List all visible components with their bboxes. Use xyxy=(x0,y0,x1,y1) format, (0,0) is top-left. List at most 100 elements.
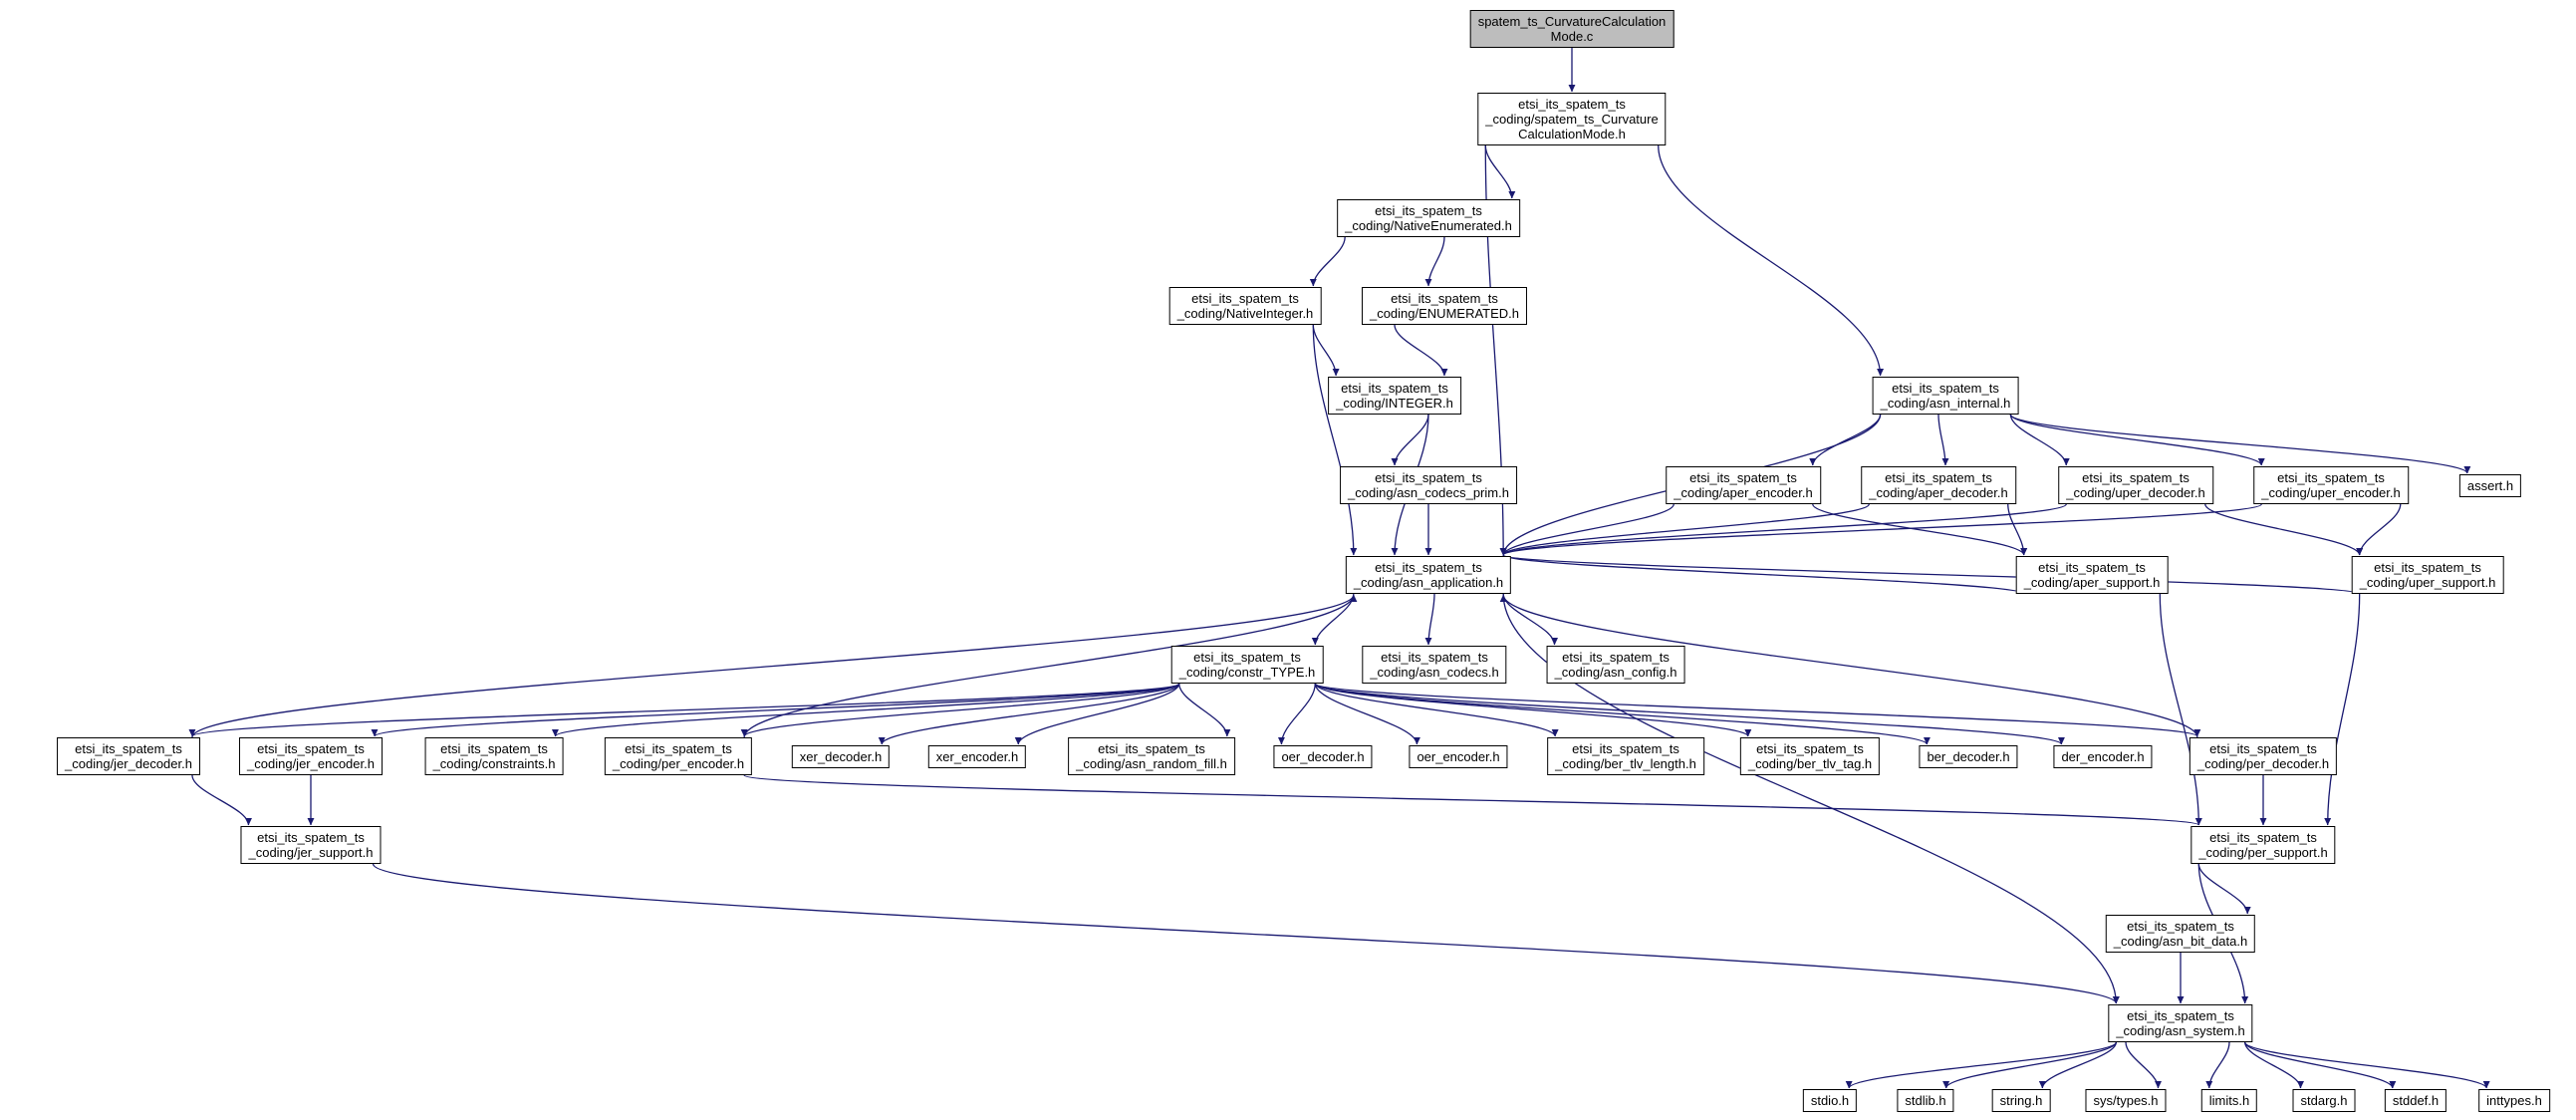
graph-node-oerdec[interactable]: oer_decoder.h xyxy=(1273,745,1373,768)
graph-node-label: _coding/NativeEnumerated.h xyxy=(1345,218,1512,233)
edge-asnsystem-stdio xyxy=(1845,1041,2117,1089)
graph-node-berdec[interactable]: ber_decoder.h xyxy=(1919,745,2018,768)
graph-node-xerdec[interactable]: xer_decoder.h xyxy=(791,745,891,768)
graph-node-systypes[interactable]: sys/types.h xyxy=(2085,1089,2167,1112)
graph-node-label: ber_decoder.h xyxy=(1927,749,2010,764)
edge-asnsystem-stdlib xyxy=(1942,1041,2117,1089)
graph-node-label: _coding/constraints.h xyxy=(432,756,556,771)
graph-node-label: oer_decoder.h xyxy=(1281,749,1365,764)
edge-aperenc-apersup xyxy=(1812,503,2028,556)
graph-node-asnsystem[interactable]: etsi_its_spatem_ts_coding/asn_system.h xyxy=(2108,1004,2253,1042)
graph-node-label: etsi_its_spatem_ts xyxy=(1193,650,1301,665)
graph-node-asncodecs[interactable]: etsi_its_spatem_ts_coding/asn_codecs.h xyxy=(1362,646,1507,684)
graph-node-aperdec[interactable]: etsi_its_spatem_ts_coding/aper_decoder.h xyxy=(1861,466,2016,504)
edge-constrtype-randomfill xyxy=(1178,683,1231,737)
graph-node-stringh[interactable]: string.h xyxy=(1991,1089,2051,1112)
graph-node-jerenc[interactable]: etsi_its_spatem_ts_coding/jer_encoder.h xyxy=(239,737,383,775)
graph-node-asnconfig[interactable]: etsi_its_spatem_ts_coding/asn_config.h xyxy=(1546,646,1685,684)
graph-node-inttypes[interactable]: inttypes.h xyxy=(2478,1089,2550,1112)
graph-node-label: stddef.h xyxy=(2392,1093,2440,1108)
graph-node-label: _coding/uper_encoder.h xyxy=(2261,485,2401,500)
graph-node-stdlib[interactable]: stdlib.h xyxy=(1897,1089,1954,1112)
graph-node-label: etsi_its_spatem_ts xyxy=(1562,650,1670,665)
graph-node-asnapp[interactable]: etsi_its_spatem_ts_coding/asn_applicatio… xyxy=(1345,556,1512,594)
graph-node-label: _coding/spatem_ts_Curvature xyxy=(1485,112,1659,127)
graph-node-label: etsi_its_spatem_ts xyxy=(2209,830,2317,845)
graph-node-constraints[interactable]: etsi_its_spatem_ts_coding/constraints.h xyxy=(424,737,564,775)
graph-node-label: _coding/ENUMERATED.h xyxy=(1369,306,1520,321)
graph-node-label: _coding/uper_support.h xyxy=(2359,575,2496,590)
graph-node-label: Mode.c xyxy=(1550,29,1594,44)
graph-node-perenc[interactable]: etsi_its_spatem_ts_coding/per_encoder.h xyxy=(604,737,753,775)
edge-constrtype-bertlvtag xyxy=(1314,683,1752,737)
edge-constrtype-xerdec xyxy=(878,683,1180,745)
graph-node-label: etsi_its_spatem_ts xyxy=(1381,650,1488,665)
graph-node-label: etsi_its_spatem_ts xyxy=(1391,291,1498,306)
graph-node-derenc[interactable]: der_encoder.h xyxy=(2053,745,2153,768)
graph-node-label: etsi_its_spatem_ts xyxy=(2127,919,2234,934)
graph-node-nativeenum[interactable]: etsi_its_spatem_ts_coding/NativeEnumerat… xyxy=(1337,199,1520,237)
edge-constrtype-perenc xyxy=(740,683,1180,737)
graph-node-limits[interactable]: limits.h xyxy=(2200,1089,2258,1112)
edge-integer-codecsprim xyxy=(1391,414,1429,466)
graph-node-enumerated[interactable]: etsi_its_spatem_ts_coding/ENUMERATED.h xyxy=(1361,287,1528,325)
graph-node-uperenc[interactable]: etsi_its_spatem_ts_coding/uper_encoder.h xyxy=(2253,466,2409,504)
graph-node-persup[interactable]: etsi_its_spatem_ts_coding/per_support.h xyxy=(2190,826,2336,864)
edge-jersup-asnsystem xyxy=(372,863,2120,1004)
graph-node-asserth[interactable]: assert.h xyxy=(2458,474,2522,497)
graph-node-label: _coding/asn_codecs.h xyxy=(1370,665,1499,680)
edge-asninternal-aperenc xyxy=(1809,414,1882,466)
graph-node-xerenc[interactable]: xer_encoder.h xyxy=(927,745,1027,768)
graph-node-bitdata[interactable]: etsi_its_spatem_ts_coding/asn_bit_data.h xyxy=(2105,915,2256,953)
graph-node-label: etsi_its_spatem_ts xyxy=(257,741,365,756)
graph-node-label: _coding/asn_system.h xyxy=(2116,1023,2245,1038)
graph-node-label: assert.h xyxy=(2466,478,2514,493)
graph-node-apersup[interactable]: etsi_its_spatem_ts_coding/aper_support.h xyxy=(2015,556,2169,594)
graph-node-label: _coding/per_decoder.h xyxy=(2196,756,2330,771)
graph-node-stdio[interactable]: stdio.h xyxy=(1802,1089,1858,1112)
graph-node-perdec[interactable]: etsi_its_spatem_ts_coding/per_decoder.h xyxy=(2189,737,2338,775)
graph-node-label: etsi_its_spatem_ts xyxy=(2127,1008,2234,1023)
graph-node-label: _coding/jer_support.h xyxy=(248,845,374,860)
graph-node-stdarg[interactable]: stdarg.h xyxy=(2292,1089,2356,1112)
graph-node-uperdec[interactable]: etsi_its_spatem_ts_coding/uper_decoder.h xyxy=(2058,466,2213,504)
graph-node-bertlvlen[interactable]: etsi_its_spatem_ts_coding/ber_tlv_length… xyxy=(1547,737,1704,775)
graph-node-label: der_encoder.h xyxy=(2061,749,2145,764)
graph-node-label: _coding/aper_decoder.h xyxy=(1869,485,2008,500)
graph-node-upersup[interactable]: etsi_its_spatem_ts_coding/uper_support.h xyxy=(2351,556,2504,594)
graph-node-oerenc[interactable]: oer_encoder.h xyxy=(1409,745,1508,768)
graph-node-stddef[interactable]: stddef.h xyxy=(2384,1089,2447,1112)
graph-node-bertlvtag[interactable]: etsi_its_spatem_ts_coding/ber_tlv_tag.h xyxy=(1739,737,1881,775)
graph-node-aperenc[interactable]: etsi_its_spatem_ts_coding/aper_encoder.h xyxy=(1666,466,1821,504)
edge-constrtype-oerenc xyxy=(1314,683,1420,745)
graph-node-integer[interactable]: etsi_its_spatem_ts_coding/INTEGER.h xyxy=(1328,377,1461,415)
graph-node-codecsprim[interactable]: etsi_its_spatem_ts_coding/asn_codecs_pri… xyxy=(1340,466,1517,504)
edge-enumerated-integer xyxy=(1394,324,1448,377)
graph-node-label: _coding/ber_tlv_tag.h xyxy=(1747,756,1873,771)
edge-upersup-persup xyxy=(2324,593,2361,826)
graph-node-randomfill[interactable]: etsi_its_spatem_ts_coding/asn_random_fil… xyxy=(1068,737,1235,775)
graph-node-jerdec[interactable]: etsi_its_spatem_ts_coding/jer_decoder.h xyxy=(57,737,200,775)
edge-asninternal-uperenc xyxy=(2009,414,2265,466)
graph-node-constrtype[interactable]: etsi_its_spatem_ts_coding/constr_TYPE.h xyxy=(1170,646,1324,684)
edge-asnsystem-stddef xyxy=(2244,1041,2397,1089)
graph-node-label: etsi_its_spatem_ts xyxy=(625,741,732,756)
edge-nativeint-asnapp xyxy=(1312,324,1358,556)
graph-node-modeh[interactable]: etsi_its_spatem_ts_coding/spatem_ts_Curv… xyxy=(1477,93,1667,145)
graph-node-jersup[interactable]: etsi_its_spatem_ts_coding/jer_support.h xyxy=(240,826,382,864)
graph-node-nativeint[interactable]: etsi_its_spatem_ts_coding/NativeInteger.… xyxy=(1168,287,1322,325)
graph-node-label: etsi_its_spatem_ts xyxy=(1572,741,1679,756)
graph-node-label: etsi_its_spatem_ts xyxy=(1375,470,1482,485)
graph-node-label: _coding/aper_encoder.h xyxy=(1674,485,1813,500)
edge-asninternal-uperdec xyxy=(2009,414,2070,466)
edge-constrtype-constraints xyxy=(552,683,1180,737)
edge-apersup-persup xyxy=(2159,593,2202,826)
edge-constrtype-xerenc xyxy=(1014,683,1180,745)
graph-node-label: sys/types.h xyxy=(2093,1093,2159,1108)
graph-node-label: inttypes.h xyxy=(2486,1093,2542,1108)
graph-node-asninternal[interactable]: etsi_its_spatem_ts_coding/asn_internal.h xyxy=(1872,377,2019,415)
graph-node-label: etsi_its_spatem_ts xyxy=(1892,381,1999,396)
graph-node-label: xer_encoder.h xyxy=(935,749,1019,764)
graph-node-label: etsi_its_spatem_ts xyxy=(2209,741,2317,756)
